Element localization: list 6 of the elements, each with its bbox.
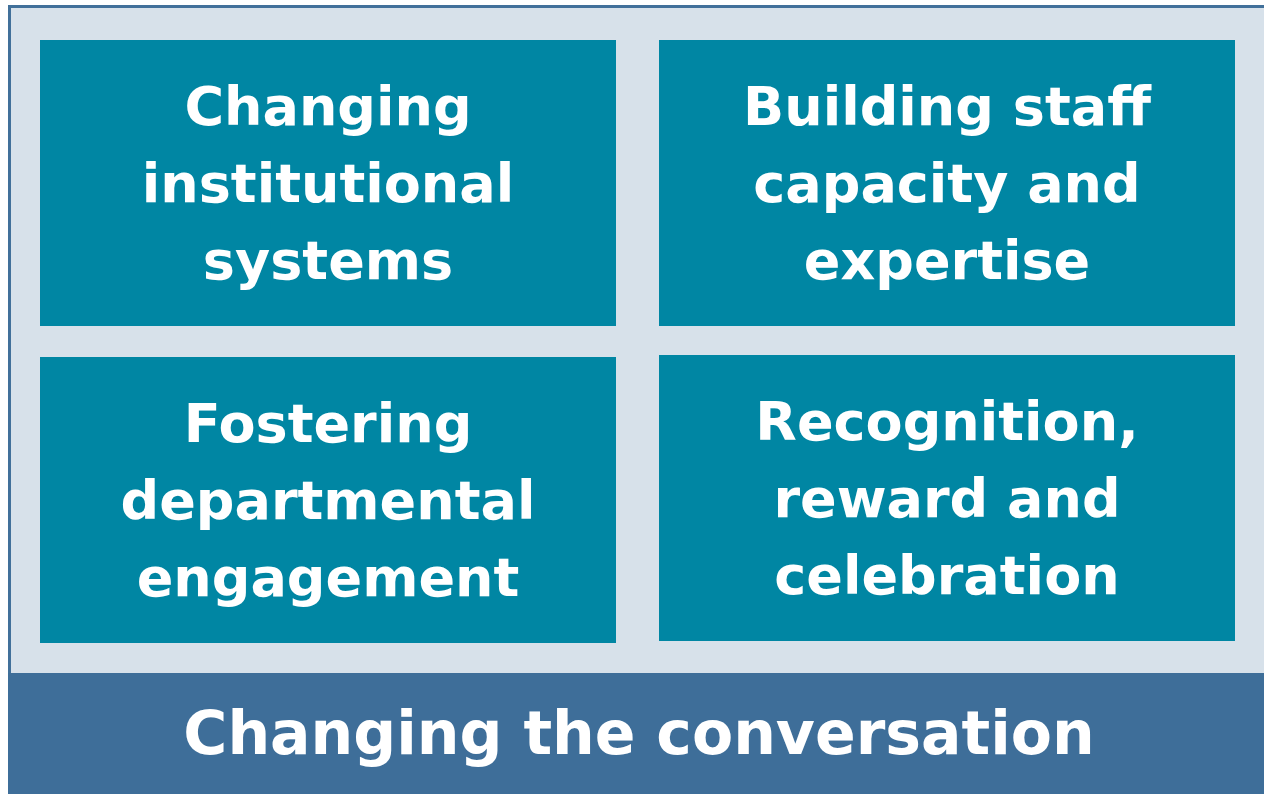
category-box: Changing institutional systems: [40, 40, 616, 326]
panel-background: [8, 5, 1264, 794]
category-box: Fostering departmental engagement: [40, 357, 616, 643]
category-box: Building staff capacity and expertise: [659, 40, 1235, 326]
category-box: Recognition, reward and celebration: [659, 355, 1235, 641]
title-band: Changing the conversation: [8, 673, 1264, 794]
